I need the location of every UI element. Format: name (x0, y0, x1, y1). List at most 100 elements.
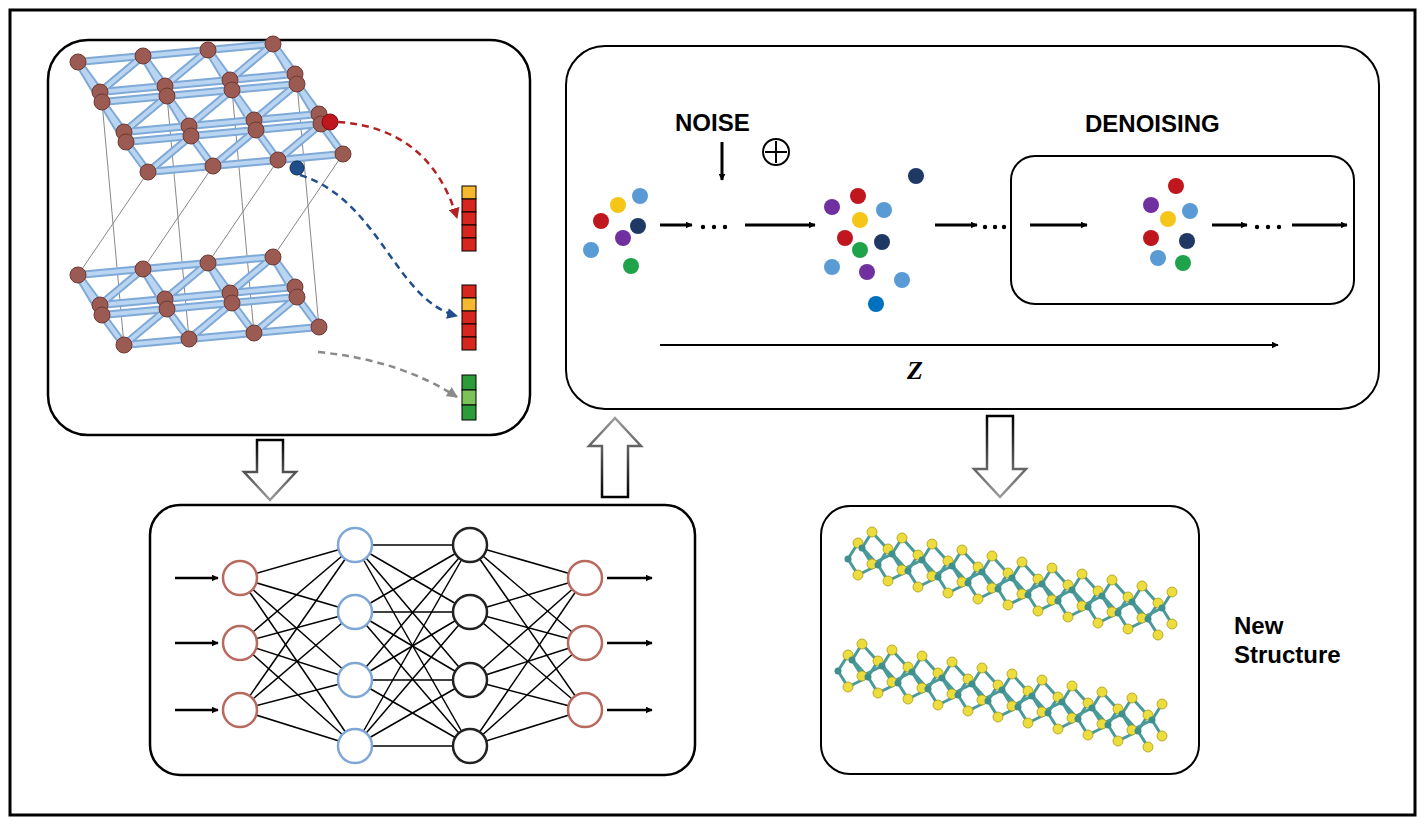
data-point (632, 188, 648, 204)
atom (140, 164, 156, 180)
bond-stick (165, 80, 230, 86)
network-link (470, 578, 585, 680)
neuron (338, 729, 372, 763)
diffusion-illustration (583, 139, 1347, 345)
sheet-atom (1137, 581, 1147, 591)
bond-stick (78, 269, 143, 275)
node-label: Z (907, 355, 923, 386)
vector-cell (462, 285, 476, 298)
highlight-atom (322, 114, 338, 130)
sheet-atom (1007, 669, 1017, 679)
ellipsis-dot (701, 225, 705, 229)
bond-stick (102, 96, 167, 102)
highlight-atom (290, 161, 304, 175)
sheet-atom (1149, 717, 1156, 724)
bond-stick (189, 120, 254, 126)
add-symbol (763, 139, 789, 165)
atom (205, 158, 221, 174)
bond-stick (189, 333, 254, 339)
neuron (453, 595, 487, 629)
sheet-atom (875, 562, 882, 569)
atom (183, 128, 199, 144)
vector-cell (462, 390, 476, 405)
data-point (1179, 233, 1195, 249)
bond-stick (78, 269, 143, 275)
sheet-atom (1015, 704, 1022, 711)
sheet-atom (1157, 699, 1167, 709)
bond-stick (189, 120, 254, 126)
neuron (223, 693, 257, 727)
latent-axis (660, 344, 1278, 346)
output-arrow (607, 709, 652, 712)
atom (159, 88, 175, 104)
sheet-atom (999, 687, 1006, 694)
sheet-atom (927, 539, 937, 549)
sheet-atom (1077, 569, 1087, 579)
sheet-atom (1023, 718, 1033, 728)
sheet-atom (859, 545, 866, 552)
sheet-atom (947, 657, 957, 667)
add-symbol-ring (763, 139, 789, 165)
network-layer (223, 561, 257, 727)
data-point (868, 296, 884, 312)
atom (289, 289, 305, 305)
bond-stick (213, 160, 278, 166)
node-label: New Structure (1234, 612, 1374, 670)
sheet-atom (1167, 619, 1177, 629)
bond-stick (230, 287, 295, 293)
noise-arrow (721, 142, 724, 180)
bond-stick (124, 126, 189, 132)
bond-stick (124, 339, 189, 345)
atom (289, 76, 305, 92)
sheet-atom (995, 586, 1002, 593)
sheet-atom (933, 700, 943, 710)
sheet-atom (1145, 616, 1152, 623)
sheet-atom (1099, 593, 1106, 600)
sheet-atom (1075, 716, 1082, 723)
ellipsis-dot (993, 225, 997, 229)
network-link (470, 643, 585, 746)
sheet-atom (1047, 563, 1057, 573)
sheet-atom (887, 645, 897, 655)
vector-cell (462, 212, 476, 225)
ellipsis-dot (712, 225, 716, 229)
network-layer (338, 528, 372, 763)
sheet-atom (987, 551, 997, 561)
data-point (1150, 250, 1166, 266)
data-point (852, 212, 868, 228)
bond-stick (254, 327, 319, 333)
crystal-illustration (70, 36, 457, 397)
ellipsis-dot (1255, 225, 1259, 229)
bond-stick (102, 309, 167, 315)
sheet-atom (965, 580, 972, 587)
neuron (568, 626, 602, 660)
sheet (835, 639, 1168, 752)
outer-frame (10, 10, 1415, 815)
neuron (453, 729, 487, 763)
neuron (223, 561, 257, 595)
sheet-atom (1053, 724, 1063, 734)
neuron (568, 561, 602, 595)
sheet-atom (919, 557, 926, 564)
sheet-atom (865, 674, 872, 681)
bond-stick (165, 293, 230, 299)
sheet-atom (943, 588, 953, 598)
bond-stick (254, 327, 319, 333)
atom (181, 331, 197, 347)
neuron (223, 626, 257, 660)
network-link (355, 545, 470, 746)
vector-cell (462, 199, 476, 212)
sheet-atom (977, 663, 987, 673)
sheet-atom (889, 551, 896, 558)
neuron (338, 663, 372, 697)
network-layer (568, 561, 602, 727)
bond-stick (143, 263, 208, 269)
ellipsis-dot (1002, 225, 1006, 229)
atom (70, 267, 86, 283)
network-link (240, 578, 355, 746)
sheet-atom (1119, 711, 1126, 718)
bond-stick (100, 299, 165, 305)
step-arrow (1292, 224, 1347, 227)
input-arrow (175, 642, 218, 645)
step-arrow (745, 224, 815, 227)
